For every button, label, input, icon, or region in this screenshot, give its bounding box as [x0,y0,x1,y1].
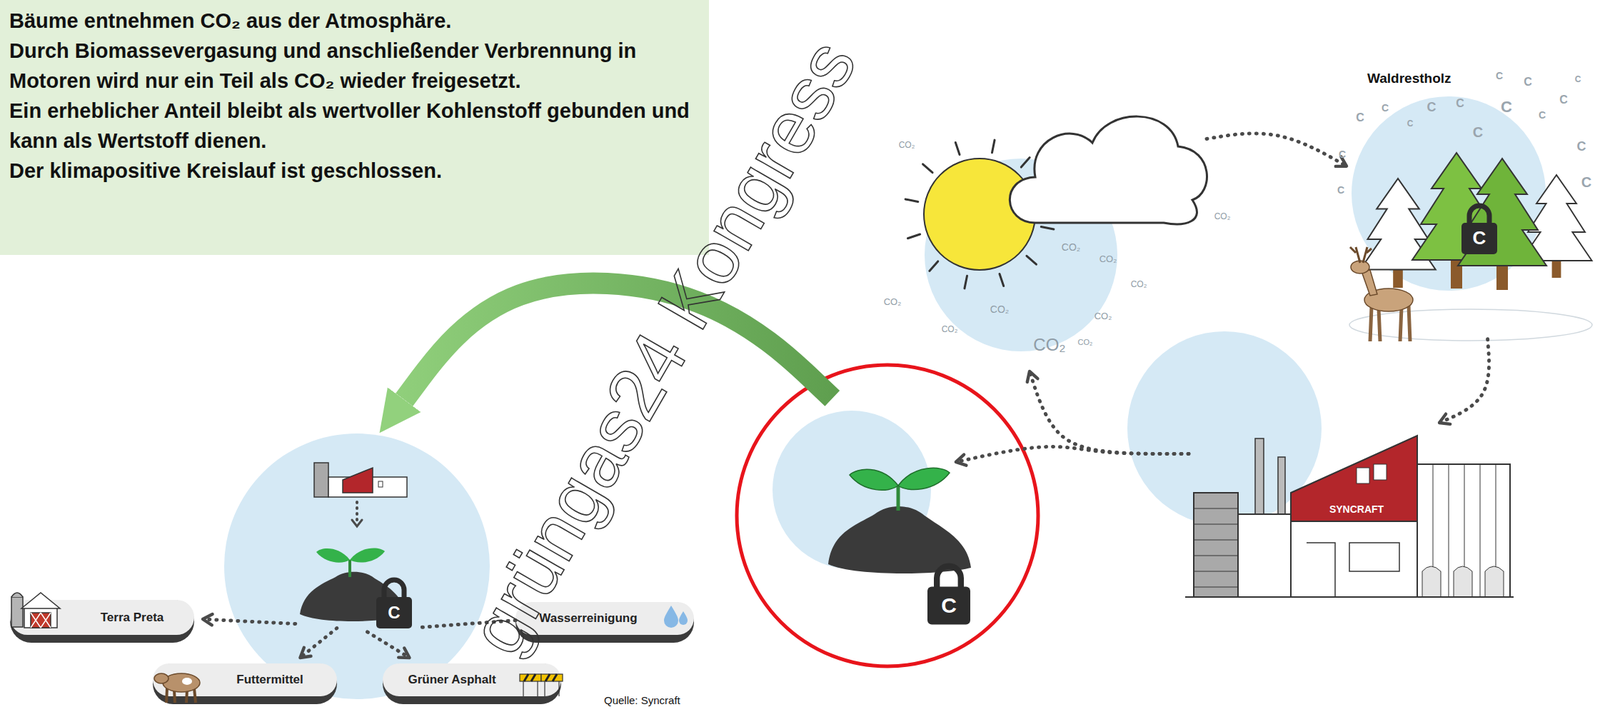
flow-arrow [1029,371,1189,455]
carbon-label: C [1559,93,1568,107]
pill-face [152,663,337,697]
carbon-label: C [1495,69,1503,82]
flow-arrow [1206,133,1347,167]
carbon-label: C [1427,99,1437,115]
pill-base [9,599,195,643]
flow-arrow [956,446,1189,462]
info-text: Der klimapositive Kreislauf ist geschlos… [9,155,702,186]
co2-label: CO₂ [1214,212,1231,223]
co2-label: CO₂ [1130,279,1148,290]
co2-label: CO₂ [1033,334,1066,355]
lock-letter: C [387,602,400,623]
syncraft-plant: SYNCRAFT [1188,428,1511,597]
circle-shape [224,433,490,699]
pill-base [152,663,337,704]
pill-face [9,599,195,635]
lock-letter: C [1472,227,1487,250]
co2-label: CO₂ [1078,337,1094,347]
source-note: Quelle: Syncraft [604,693,681,707]
pill-label: Futtermittel [236,672,304,687]
application-pill: Grüner Asphalt [382,663,562,704]
pill-face [382,663,562,697]
circle-outline [924,158,1118,352]
co2-label: CO₂ [941,324,959,335]
circle-outline [772,410,932,570]
circle-outline [224,433,490,699]
co2-label: CO₂ [883,297,902,308]
lock-letter: C [941,593,957,619]
info-box: Bäume entnehmen CO₂ aus der Atmosphäre.D… [0,0,709,255]
circle-shape [1351,96,1546,291]
heading: Waldrestholz [1367,70,1452,87]
carbon-label: C [1500,97,1513,116]
text-holder: Quelle: Syncraft [604,693,681,707]
carbon-label: C [1337,184,1345,196]
text-holder: Waldrestholz [1367,70,1452,87]
circle-shape [772,410,932,570]
co2-label: CO₂ [1094,311,1113,322]
carbon-label: C [1338,148,1346,160]
carbon-label: C [1455,97,1465,110]
circle-outline [1351,96,1546,291]
co2-label: CO₂ [1099,254,1118,265]
carbon-label: C [1472,124,1483,141]
pill-label: Grüner Asphalt [407,672,496,687]
pill-base [382,663,562,704]
pill-label: Terra Preta [100,610,165,625]
flow-arrow [1439,339,1490,423]
usage-circle: C [224,433,490,699]
info-text: Durch Biomassevergasung und anschließend… [9,35,702,96]
carbon-label: C [1577,139,1587,155]
carbon-label: C [1407,119,1414,130]
circle-shape [921,107,1207,352]
carbon-label: C [1355,111,1365,125]
co2-label: CO₂ [898,140,916,151]
sky-circle: CO₂ [921,107,1207,352]
info-text: Bäume entnehmen CO₂ aus der Atmosphäre. [9,5,702,36]
application-pill: Futtermittel [152,663,337,704]
co2-label: CO₂ [1061,241,1081,253]
carbon-label: C [1381,102,1389,114]
info-text: Ein erheblicher Anteil bleibt als wertvo… [9,95,702,156]
forest-circle: WaldrestholzC [1351,96,1546,291]
co2-label: CO₂ [990,303,1009,315]
logo-text: SYNCRAFT [1329,503,1384,515]
carbon-label: C [1575,74,1582,85]
application-pill: Terra Preta [9,599,195,643]
carbon-label: C [1538,109,1546,121]
carbon-label: C [1523,75,1533,89]
biochar-circle: C [772,410,932,570]
carbon-label: C [1581,174,1592,191]
